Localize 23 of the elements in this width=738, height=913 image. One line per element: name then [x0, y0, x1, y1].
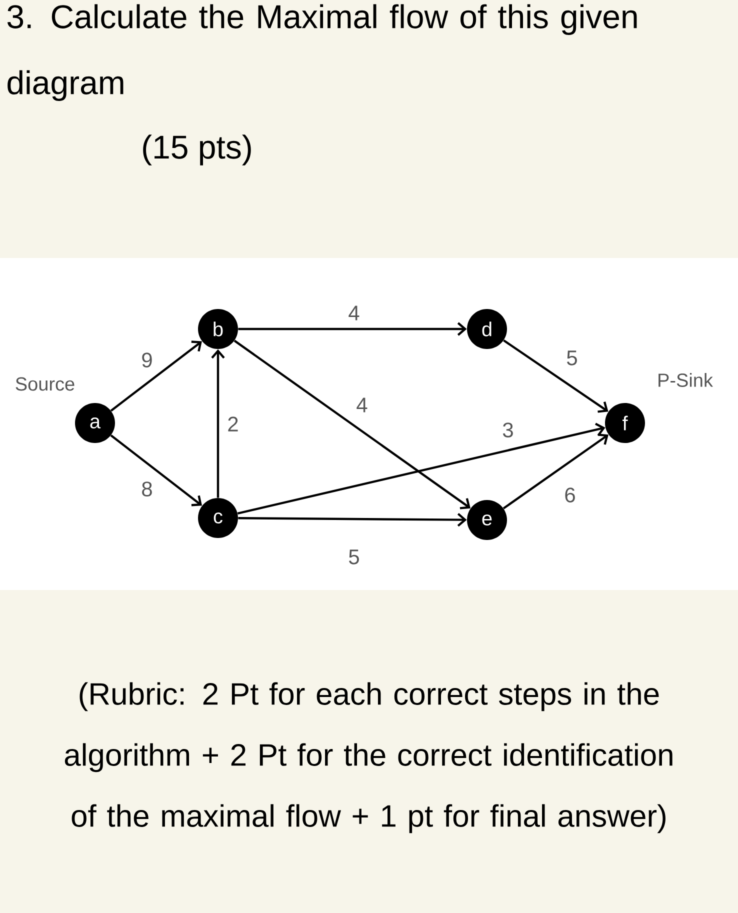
edge-label: 5: [565, 350, 579, 366]
edge-label: 5: [347, 548, 361, 566]
title: 3. Calculate the Maximal flow of this given diagram: [7, 4, 637, 101]
edge-label: 9: [140, 352, 154, 368]
edge-label: 6: [563, 486, 577, 504]
arrow: [110, 340, 202, 412]
edge-label: 4: [355, 396, 369, 414]
edge-label: 8: [140, 480, 154, 498]
arrow: [237, 422, 606, 514]
points-label: (15 pts): [143, 134, 251, 166]
rubric-caption: (Rubric: 2 Pt for each correct steps in the algorithm + 2 Pt for the correct identification of the maximal flow + 1 pt for final answer): [64, 682, 672, 834]
node-caption: P-Sink: [658, 373, 713, 387]
arrow: [238, 512, 467, 527]
arrow: [238, 322, 467, 336]
arrow: [234, 340, 471, 510]
arrow: [211, 349, 225, 498]
arrow: [502, 434, 608, 510]
edge-label: 4: [347, 304, 361, 322]
edge-label: 3: [501, 422, 515, 438]
edge-label: 2: [226, 416, 240, 432]
node-caption: Source: [16, 377, 74, 391]
arrow: [110, 434, 202, 506]
arrow: [503, 339, 608, 413]
